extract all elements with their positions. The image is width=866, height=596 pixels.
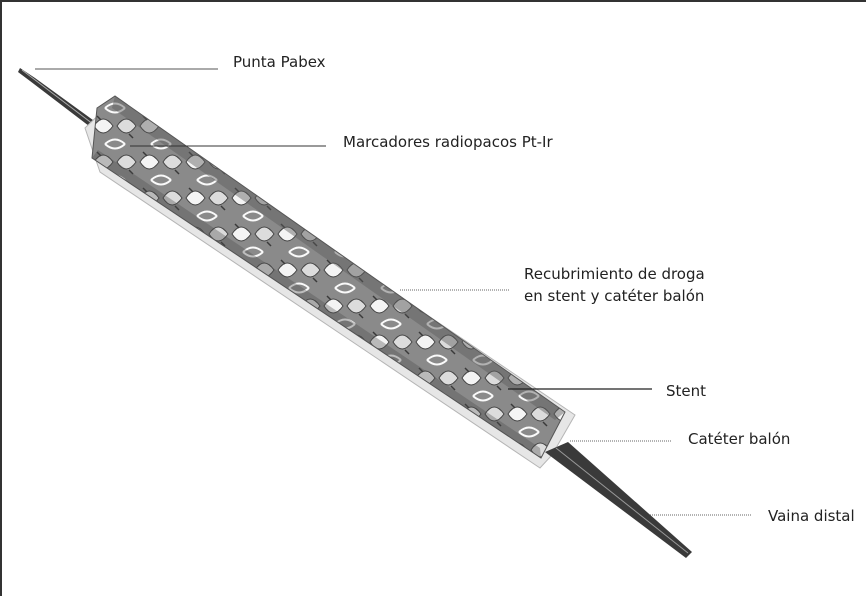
label-cateter-balon: Catéter balón [688, 428, 790, 450]
label-recubrimiento-line2: en stent y catéter balón [524, 285, 705, 307]
distal-sheath [545, 442, 692, 558]
label-recubrimiento: Recubrimiento de droga en stent y catéte… [524, 263, 705, 307]
sheath-highlight [556, 448, 688, 553]
label-marcadores-radiopacos: Marcadores radiopacos Pt-Ir [343, 131, 553, 153]
label-vaina-distal: Vaina distal [768, 505, 855, 527]
label-punta-pabex: Punta Pabex [233, 51, 326, 73]
label-recubrimiento-line1: Recubrimiento de droga [524, 263, 705, 285]
stent-shade-bottom [92, 150, 541, 458]
label-stent: Stent [666, 380, 706, 402]
